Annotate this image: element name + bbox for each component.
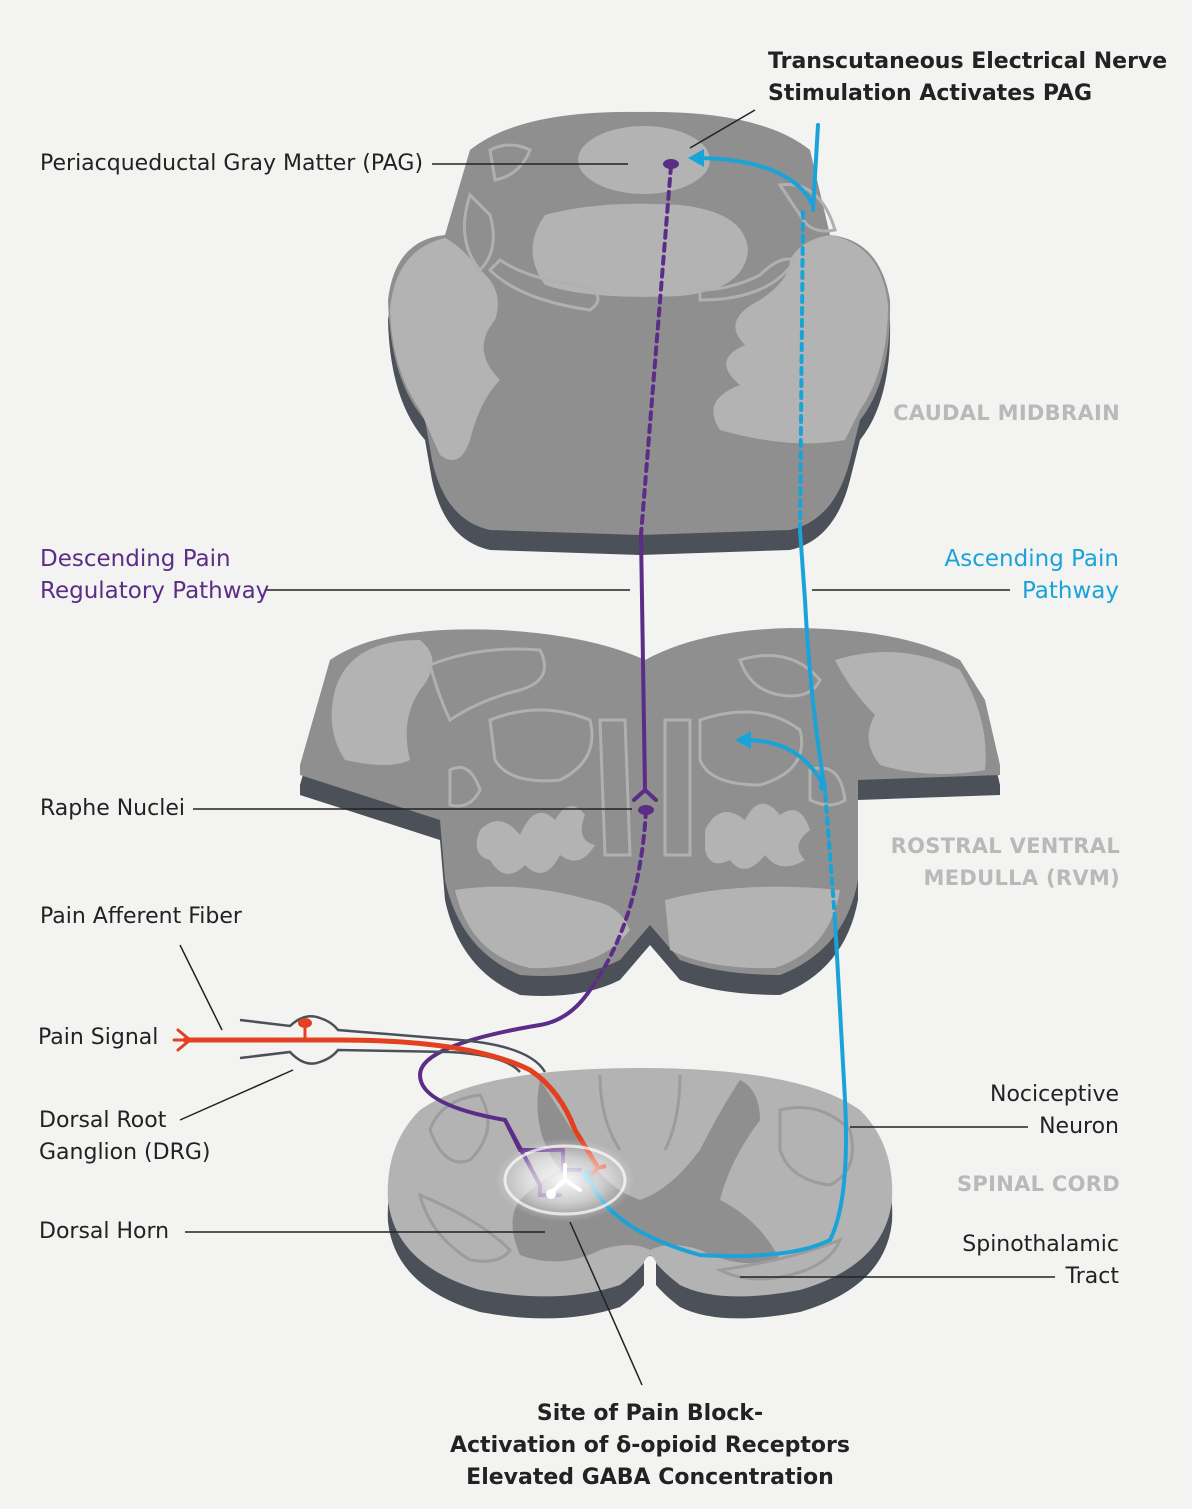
drg-label: Dorsal Root Ganglion (DRG) [39, 1105, 211, 1169]
rvm-label-line2: MEDULLA (RVM) [923, 866, 1120, 890]
ascending-label-line1: Ascending Pain [944, 546, 1119, 572]
nociceptive-label-line1: Nociceptive [989, 1082, 1119, 1107]
leader-lines [179, 109, 1055, 1386]
tens-label-line1: Transcutaneous Electrical Nerve [768, 49, 1168, 74]
pain-afferent-fiber [172, 1015, 607, 1178]
drg-label-line2: Ganglion (DRG) [39, 1140, 211, 1165]
descending-fork-left [632, 788, 647, 802]
pain-signal-receptor-icon [172, 1028, 192, 1052]
raphe-label: Raphe Nuclei [40, 793, 185, 825]
caudal-midbrain-label: CAUDAL MIDBRAIN [893, 397, 1120, 429]
interneuron-icon [550, 1163, 582, 1194]
ascending-arrowhead-rvm [735, 731, 751, 749]
ascending-label-line2: Pathway [1021, 578, 1119, 604]
dorsal-horn-label-text: Dorsal Horn [39, 1219, 170, 1244]
ascending-rvm-node [819, 783, 827, 791]
spinal-cord-section [387, 1068, 893, 1319]
interneuron-body [546, 1189, 556, 1199]
rvm-lower-left [455, 886, 630, 969]
nociceptive-label-line2: Neuron [1039, 1114, 1119, 1139]
leader-site [569, 1221, 643, 1386]
pain-block-site-label: Site of Pain Block- Activation of δ-opio… [380, 1398, 920, 1494]
rvm-label-line1: ROSTRAL VENTRAL [890, 834, 1120, 858]
rvm-label: ROSTRAL VENTRAL MEDULLA (RVM) [891, 830, 1120, 894]
ascending-tract-midbrain-dashed [798, 208, 805, 532]
spinothalamic-label: Spinothalamic Tract [962, 1229, 1119, 1293]
ascending-branch-rvm [743, 738, 825, 787]
descending-solid-mid [639, 533, 647, 792]
pag-neuron [663, 159, 679, 169]
drg-outline [239, 1015, 547, 1073]
caudal-midbrain-label-text: CAUDAL MIDBRAIN [893, 401, 1120, 425]
pain-signal-label: Pain Signal [38, 1022, 158, 1054]
ascending-tract-lower [588, 918, 848, 1258]
raphe-neuron [638, 805, 654, 815]
spinal-cord-label: SPINAL CORD [957, 1168, 1120, 1200]
descending-label: Descending Pain Regulatory Pathway [40, 543, 269, 607]
ascending-pain-pathway [588, 123, 848, 1258]
pain-block-site [495, 1138, 635, 1222]
ascending-arrowhead-pag [688, 149, 704, 167]
spinal-cord-label-text: SPINAL CORD [956, 1172, 1120, 1196]
descending-label-line1: Descending Pain [40, 546, 231, 572]
dorsal-horn-label: Dorsal Horn [39, 1216, 169, 1248]
pag-label-text: Periacqueductal Gray Matter (PAG) [40, 151, 424, 176]
spinal-outlines [417, 1074, 854, 1281]
pag-label: Periacqueductal Gray Matter (PAG) [40, 148, 423, 180]
tens-label-line2: Stimulation Activates PAG [768, 81, 1093, 106]
rvm-left-lobe [331, 640, 433, 765]
central-canal [644, 1256, 656, 1285]
leader-drg [179, 1069, 294, 1121]
rvm-inferior-olive [476, 803, 810, 874]
pain-block-ring [503, 1144, 627, 1216]
site-label-line1: Site of Pain Block- [536, 1401, 764, 1426]
pain-afferent-label-text: Pain Afferent Fiber [40, 904, 242, 929]
descending-fork-right [643, 788, 658, 802]
midbrain-central-nucleus [532, 203, 748, 297]
rvm-lower-right [665, 886, 840, 969]
ascending-tract-mid [798, 528, 827, 792]
ascending-branch-pag [698, 156, 815, 207]
ascending-label: Ascending Pain Pathway [945, 543, 1119, 607]
spinothalamic-label-line1: Spinothalamic [962, 1232, 1119, 1257]
descending-label-line2: Regulatory Pathway [40, 578, 270, 604]
pag-region [578, 126, 710, 194]
leader-tens [689, 109, 756, 149]
ascending-tract-upper [811, 123, 820, 212]
midbrain-left-lobe [390, 238, 500, 460]
site-label-line3: Elevated GABA Concentration [466, 1465, 834, 1490]
descending-midbrain-dashed [639, 164, 673, 537]
descending-lower [417, 988, 592, 1187]
rvm-right-lobe [835, 652, 986, 774]
rvm-outlines [428, 647, 847, 857]
rvm-section [300, 628, 1000, 996]
pain-afferent-label: Pain Afferent Fiber [40, 901, 242, 933]
pain-signal-fiber [182, 1037, 601, 1171]
midbrain-outlines [462, 143, 837, 312]
leader-afferent [179, 944, 223, 1031]
tens-label: Transcutaneous Electrical Nerve Stimulat… [768, 46, 1167, 110]
pain-signal-label-text: Pain Signal [38, 1025, 159, 1050]
ascending-tract-rvm-dashed [823, 788, 837, 922]
spinothalamic-label-line2: Tract [1065, 1264, 1119, 1289]
raphe-label-text: Raphe Nuclei [40, 796, 185, 821]
drg-cell-body [298, 1018, 312, 1028]
descending-rvm-dashed [588, 808, 648, 992]
nociceptive-label: Nociceptive Neuron [990, 1079, 1119, 1143]
drg-label-line1: Dorsal Root [39, 1108, 167, 1133]
site-label-line2: Activation of δ-opioid Receptors [449, 1433, 850, 1458]
